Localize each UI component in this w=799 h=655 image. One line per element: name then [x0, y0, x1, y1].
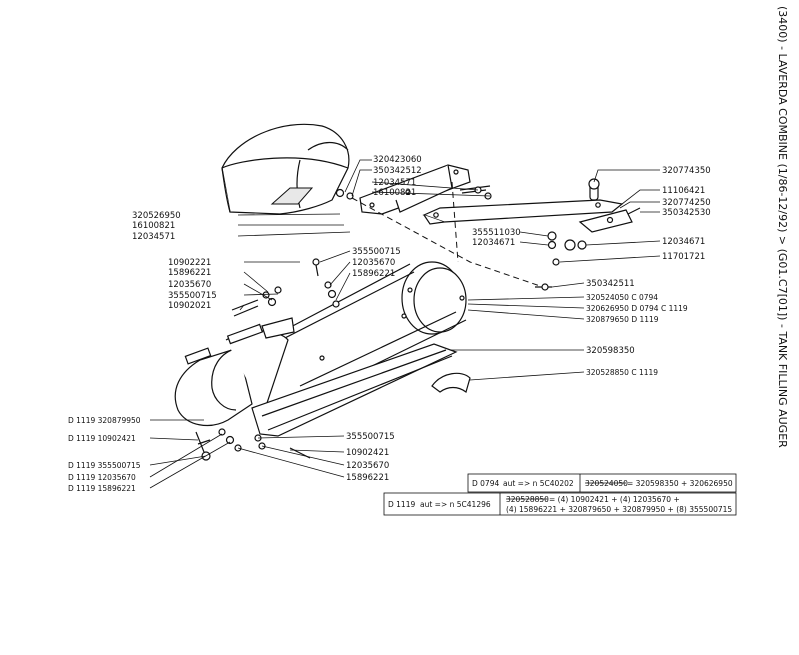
- note-equation: (4) 15896221 + 320879650 + 320879950 + (…: [506, 505, 732, 514]
- leader-lines: [149, 159, 661, 489]
- part-number-label: 12034571: [373, 178, 416, 188]
- bottom-trough-part: [251, 343, 471, 437]
- lever-arm-part: [422, 178, 641, 233]
- note-code: D 1119: [388, 500, 415, 509]
- part-number-label: 350342511: [586, 279, 635, 289]
- part-number-label: 16100821: [373, 188, 416, 198]
- part-number-label: 320528850 C 1119: [586, 368, 658, 377]
- hood-cover-part: [221, 123, 354, 215]
- part-number-label: D 1119 10902421: [68, 434, 136, 443]
- part-number-label: D 1119 355500715: [68, 461, 141, 470]
- part-number-label: 355500715: [352, 247, 401, 257]
- small-hardware-part: [535, 231, 587, 291]
- part-number-label: D 1119 320879950: [68, 416, 141, 425]
- part-number-labels: 320423060 350342512 12034571 16100821 32…: [68, 155, 711, 493]
- part-number-label: 12035670: [352, 258, 395, 268]
- note-aut: aut => n 5C40202: [503, 479, 574, 488]
- part-number-label: 16100821: [132, 221, 175, 231]
- part-number-label: 15896221: [352, 269, 395, 279]
- part-number-label: 11701721: [662, 252, 705, 262]
- part-number-label: 12034671: [472, 238, 515, 248]
- part-number-label: 355511030: [472, 228, 521, 238]
- part-number-label: 320524050 C 0794: [586, 293, 658, 302]
- change-note-d0794: D 0794 aut => n 5C40202 320524050 = 3205…: [467, 473, 737, 493]
- part-number-label: 350342512: [373, 166, 422, 176]
- part-number-label: 320626950 D 0794 C 1119: [586, 304, 688, 313]
- page-title: (3400) - LAVERDA COMBINE (1/86-12/92) > …: [776, 6, 792, 646]
- part-number-label: 12035670: [168, 280, 211, 290]
- note-equation: = 320598350 + 320626950: [627, 479, 733, 488]
- note-equation: = (4) 10902421 + (4) 12035670 +: [549, 495, 680, 504]
- note-aut: aut => n 5C41296: [420, 500, 491, 509]
- part-number-label: 355500715: [346, 432, 395, 442]
- part-number-label: 320598350: [586, 346, 635, 356]
- part-number-label: 10902221: [168, 258, 211, 268]
- part-number-label: 320774250: [662, 198, 711, 208]
- part-number-label: 10902421: [346, 448, 389, 458]
- assembly-line: [351, 197, 541, 287]
- note-old-part: 320528850: [506, 495, 549, 504]
- part-number-label: 12034671: [662, 237, 705, 247]
- left-end-housing-part: [174, 317, 295, 427]
- part-number-label: 12034571: [132, 232, 175, 242]
- assembly-line: [451, 181, 459, 263]
- part-number-label: 355500715: [168, 291, 217, 301]
- part-number-label: D 1119 12035670: [68, 473, 136, 482]
- part-number-label: 320526950: [132, 211, 181, 221]
- part-number-label: 320879650 D 1119: [586, 315, 659, 324]
- part-number-label: 11106421: [662, 186, 705, 196]
- part-number-label: 350342530: [662, 208, 711, 218]
- part-number-label: 320423060: [373, 155, 422, 165]
- part-number-label: 12035670: [346, 461, 389, 471]
- part-number-label: 15896221: [168, 268, 211, 278]
- note-code: D 0794: [472, 479, 499, 488]
- part-number-label: 15896221: [346, 473, 389, 483]
- part-number-label: D 1119 15896221: [68, 484, 136, 493]
- change-note-d1119: D 1119 aut => n 5C41296 320528850 = (4) …: [383, 492, 737, 516]
- part-number-label: 320774350: [662, 166, 711, 176]
- part-number-label: 10902021: [168, 301, 211, 311]
- page-title-text: (3400) - LAVERDA COMBINE (1/86-12/92) > …: [776, 6, 789, 448]
- note-old-part: 320524050: [585, 479, 628, 488]
